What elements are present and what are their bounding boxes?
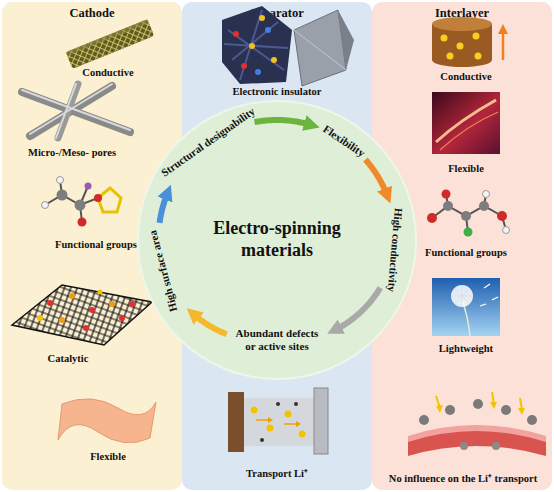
- cycle-arrow: [336, 288, 381, 330]
- cycle-arrow: [365, 160, 386, 195]
- illustration-caption: Functional groups: [425, 247, 507, 258]
- illustration-caption: Lightweight: [439, 343, 493, 354]
- illustration-caption: Transport Li⁺: [246, 466, 308, 480]
- panel-heading: Separator: [182, 6, 372, 21]
- cycle-arrow: [194, 314, 227, 334]
- panel-heading: Cathode: [2, 6, 182, 21]
- illustration-caption: Flexible: [448, 163, 484, 174]
- panel-heading: Interlayer: [372, 6, 552, 21]
- cycle-arrow: [160, 194, 168, 223]
- illustration-caption: Catalytic: [48, 353, 89, 364]
- illustration-caption: No influence on the Li⁺ transport: [389, 471, 537, 485]
- illustration-caption: Conductive: [440, 71, 491, 82]
- illustration-caption: Flexible: [90, 451, 126, 462]
- illustration-caption: Functional groups: [55, 239, 137, 250]
- property-label: Abundant defects or active sites: [231, 327, 323, 352]
- cycle-arrow: [254, 120, 310, 125]
- property-text: Abundant defects or active sites: [231, 327, 323, 352]
- illustration-caption: Conductive: [82, 67, 133, 78]
- cycle-circle: Electro-spinning materialsStructural des…: [137, 100, 417, 380]
- illustration-caption: Electronic insulator: [233, 86, 322, 97]
- center-title: Electro-spinning materials: [197, 218, 357, 261]
- circle-shape: [138, 101, 416, 379]
- illustration-caption: Micro-/Meso- pores: [28, 147, 116, 158]
